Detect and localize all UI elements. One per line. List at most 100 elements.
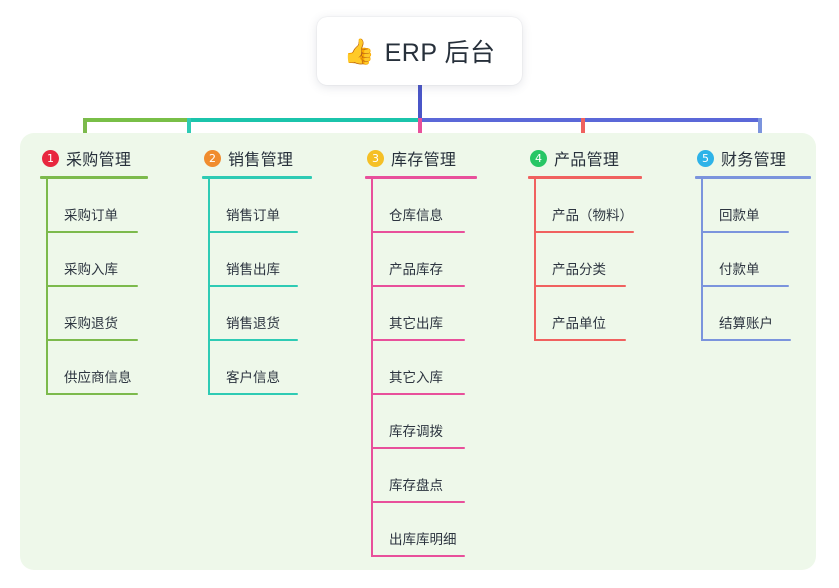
- list-item-underline: [701, 339, 791, 341]
- column-4: 4 产品管理产品（物料） 产品分类产品单位: [528, 146, 678, 341]
- column-underline-5: [695, 176, 811, 179]
- column-badge-1: 1: [42, 149, 59, 167]
- diagram-panel: [20, 133, 816, 570]
- column-header-1[interactable]: 1 采购管理: [40, 146, 190, 170]
- list-item[interactable]: 产品库存: [371, 233, 515, 287]
- list-item-label: 产品库存: [389, 262, 443, 277]
- column-underline-1: [40, 176, 148, 179]
- column-spine-4: [534, 179, 536, 341]
- list-item-label: 供应商信息: [64, 370, 132, 385]
- list-item-underline: [534, 285, 626, 287]
- list-item-label: 产品（物料）: [552, 208, 633, 223]
- list-item-underline: [701, 285, 789, 287]
- column-underline-4: [528, 176, 642, 179]
- column-items-1: 采购订单采购入库采购退货供应商信息: [46, 179, 190, 395]
- list-item[interactable]: 销售订单: [208, 179, 352, 233]
- column-header-2[interactable]: 2 销售管理: [202, 146, 352, 170]
- list-item-underline: [371, 501, 465, 503]
- list-item[interactable]: 销售出库: [208, 233, 352, 287]
- column-spine-2: [208, 179, 210, 395]
- list-item-label: 库存盘点: [389, 478, 443, 493]
- list-item[interactable]: 客户信息: [208, 341, 352, 395]
- list-item[interactable]: 采购入库: [46, 233, 190, 287]
- list-item-label: 其它入库: [389, 370, 443, 385]
- list-item[interactable]: 库存盘点: [371, 449, 515, 503]
- list-item[interactable]: 产品单位: [534, 287, 678, 341]
- column-spine-1: [46, 179, 48, 395]
- list-item-underline: [208, 393, 298, 395]
- list-item-underline: [371, 393, 465, 395]
- thumbs-up-icon: 👍: [343, 37, 375, 66]
- list-item-underline: [46, 339, 138, 341]
- list-item[interactable]: 采购订单: [46, 179, 190, 233]
- list-item-label: 结算账户: [719, 316, 773, 331]
- list-item[interactable]: 其它出库: [371, 287, 515, 341]
- column-spine-3: [371, 179, 373, 557]
- list-item-label: 采购入库: [64, 262, 118, 277]
- list-item[interactable]: 产品（物料）: [534, 179, 678, 233]
- column-items-4: 产品（物料） 产品分类产品单位: [534, 179, 678, 341]
- list-item-label: 客户信息: [226, 370, 280, 385]
- column-header-4[interactable]: 4 产品管理: [528, 146, 678, 170]
- column-title-4: 产品管理: [554, 152, 620, 169]
- list-item-underline: [371, 555, 465, 557]
- list-item-underline: [46, 393, 138, 395]
- column-underline-2: [202, 176, 312, 179]
- column-1: 1 采购管理采购订单采购入库采购退货供应商信息: [40, 146, 190, 395]
- list-item-label: 采购退货: [64, 316, 118, 331]
- list-item-underline: [208, 285, 298, 287]
- column-spine-5: [701, 179, 703, 341]
- list-item-underline: [46, 231, 138, 233]
- list-item-underline: [534, 339, 626, 341]
- list-item[interactable]: 出库库明细: [371, 503, 515, 557]
- list-item-label: 销售出库: [226, 262, 280, 277]
- list-item[interactable]: 结算账户: [701, 287, 839, 341]
- root-node-label: ERP 后台: [384, 39, 496, 67]
- list-item-underline: [371, 339, 465, 341]
- list-item-label: 付款单: [719, 262, 760, 277]
- column-badge-3: 3: [367, 149, 384, 167]
- column-badge-5: 5: [697, 149, 714, 167]
- column-header-3[interactable]: 3 库存管理: [365, 146, 515, 170]
- list-item-label: 销售退货: [226, 316, 280, 331]
- list-item-label: 库存调拨: [389, 424, 443, 439]
- column-title-5: 财务管理: [721, 152, 787, 169]
- column-5: 5 财务管理回款单付款单结算账户: [695, 146, 839, 341]
- list-item[interactable]: 供应商信息: [46, 341, 190, 395]
- list-item[interactable]: 库存调拨: [371, 395, 515, 449]
- column-3: 3 库存管理仓库信息产品库存其它出库其它入库库存调拨库存盘点出库库明细: [365, 146, 515, 557]
- list-item[interactable]: 产品分类: [534, 233, 678, 287]
- list-item-label: 回款单: [719, 208, 760, 223]
- list-item[interactable]: 采购退货: [46, 287, 190, 341]
- list-item-label: 出库库明细: [389, 532, 457, 547]
- list-item-label: 采购订单: [64, 208, 118, 223]
- list-item[interactable]: 回款单: [701, 179, 839, 233]
- list-item-underline: [371, 285, 465, 287]
- column-badge-2: 2: [204, 149, 221, 167]
- list-item[interactable]: 付款单: [701, 233, 839, 287]
- column-title-2: 销售管理: [228, 152, 294, 169]
- list-item-label: 产品单位: [552, 316, 606, 331]
- list-item[interactable]: 销售退货: [208, 287, 352, 341]
- column-items-2: 销售订单销售出库销售退货客户信息: [208, 179, 352, 395]
- list-item-label: 产品分类: [552, 262, 606, 277]
- column-underline-3: [365, 176, 477, 179]
- list-item-label: 销售订单: [226, 208, 280, 223]
- column-items-3: 仓库信息产品库存其它出库其它入库库存调拨库存盘点出库库明细: [371, 179, 515, 557]
- column-header-5[interactable]: 5 财务管理: [695, 146, 839, 170]
- column-title-1: 采购管理: [66, 152, 132, 169]
- root-node[interactable]: 👍 ERP 后台: [317, 17, 522, 85]
- list-item-underline: [371, 447, 465, 449]
- list-item-underline: [534, 231, 634, 233]
- list-item-underline: [46, 285, 138, 287]
- list-item-label: 其它出库: [389, 316, 443, 331]
- list-item[interactable]: 仓库信息: [371, 179, 515, 233]
- list-item-label: 仓库信息: [389, 208, 443, 223]
- list-item-underline: [701, 231, 789, 233]
- list-item-underline: [371, 231, 465, 233]
- column-badge-4: 4: [530, 149, 547, 167]
- list-item[interactable]: 其它入库: [371, 341, 515, 395]
- column-2: 2 销售管理销售订单销售出库销售退货客户信息: [202, 146, 352, 395]
- column-title-3: 库存管理: [391, 152, 457, 169]
